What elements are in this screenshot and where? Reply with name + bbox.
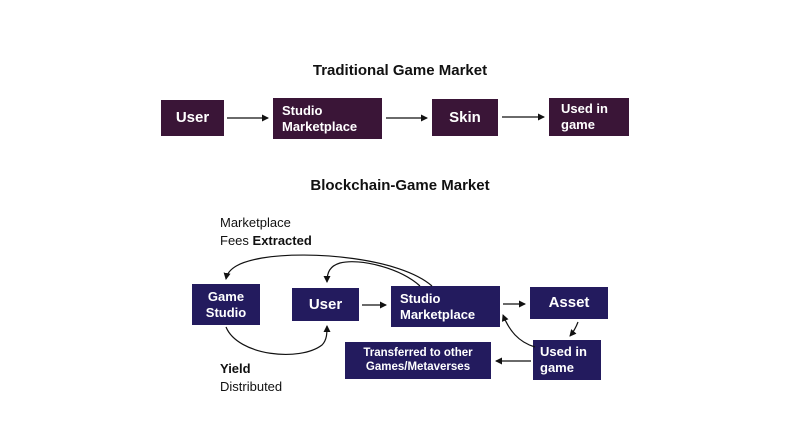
trad-user-node: User	[161, 100, 224, 136]
chain-studio-marketplace-node: Studio Marketplace	[391, 286, 500, 327]
fees-note-line1: Marketplace	[220, 215, 291, 230]
fees-arrow-to-game-studio	[223, 254, 433, 287]
traditional-title: Traditional Game Market	[312, 62, 488, 79]
blockchain-title: Blockchain-Game Market	[310, 177, 490, 194]
trad-used-label-line2: game	[561, 117, 595, 132]
fees-extracted-note: Marketplace Fees Extracted	[220, 214, 312, 249]
game-studio-label-line1: Game	[207, 288, 245, 304]
chain-used-in-game-node: Used in game	[533, 340, 601, 380]
chain-arrow-used-studio	[501, 314, 536, 348]
trad-studio-label-line1: Studio	[282, 102, 323, 118]
chain-user-node: User	[292, 288, 359, 321]
chain-studio-label-line2: Marketplace	[400, 306, 476, 322]
trad-studio-marketplace-node: Studio Marketplace	[273, 98, 382, 139]
transferred-label-line2: Games/Metaverses	[365, 360, 471, 373]
transferred-node: Transferred to other Games/Metaverses	[345, 342, 491, 379]
trad-used-label-line1: Used in	[561, 101, 608, 117]
asset-label: Asset	[548, 294, 590, 311]
chain-arrow-asset-used	[569, 321, 579, 337]
yield-arrow-to-user	[225, 325, 331, 355]
yield-note-bold: Yield	[220, 361, 251, 376]
trad-skin-label: Skin	[449, 108, 481, 126]
chain-used-label-line2: game	[540, 360, 574, 375]
yield-distributed-note: Yield Distributed	[220, 360, 282, 395]
trad-used-in-game-node: Used in game	[549, 98, 629, 136]
fees-note-bold: Extracted	[252, 232, 312, 248]
chain-used-label-line1: Used in	[540, 344, 587, 360]
trad-skin-node: Skin	[432, 99, 498, 136]
game-studio-label-line2: Studio	[205, 304, 247, 320]
chain-studio-label-line1: Studio	[400, 290, 441, 306]
chain-user-label: User	[308, 295, 343, 313]
trad-studio-label-line2: Marketplace	[282, 118, 358, 134]
fees-note-prefix: Fees	[220, 232, 249, 248]
transferred-label-line1: Transferred to other	[363, 346, 473, 359]
game-studio-node: Game Studio	[192, 284, 260, 325]
yield-note-line2: Distributed	[220, 378, 283, 394]
asset-node: Asset	[530, 287, 608, 319]
fees-arrow-to-user	[323, 261, 421, 287]
trad-user-label: User	[175, 109, 210, 126]
